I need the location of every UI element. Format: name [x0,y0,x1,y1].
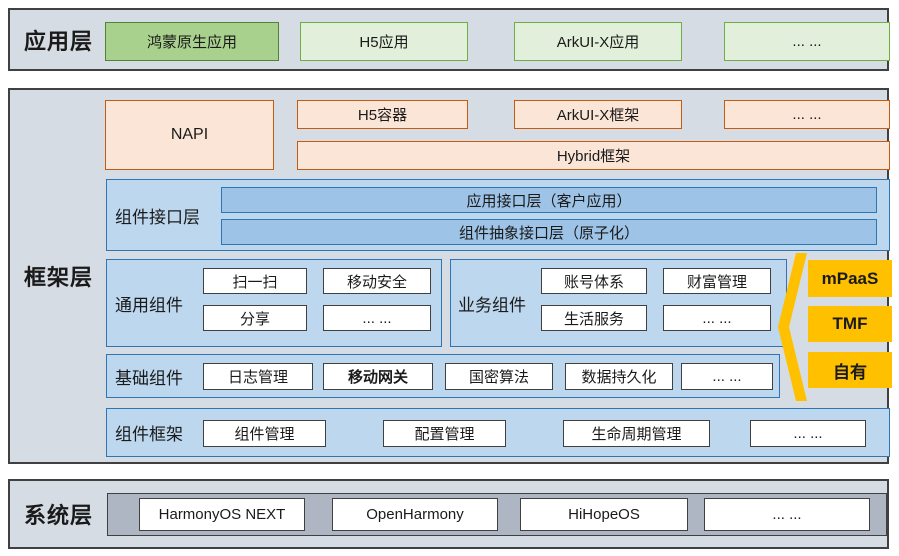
basic-box-ellipsis: ... ... [681,363,773,390]
common-components-container: 通用组件 扫一扫 移动安全 分享 ... ... [106,259,442,347]
os-box-harmonyos-next: HarmonyOS NEXT [139,498,305,531]
arkui-x-framework-box: ArkUI-X框架 [514,100,682,129]
application-layer-section: 应用层 鸿蒙原生应用 H5应用 ArkUI-X应用 ... ... [8,8,890,71]
abstract-interface-bar: 组件抽象接口层（原子化） [221,219,877,245]
basic-box-mobile-gateway: 移动网关 [323,363,433,390]
business-box-wealth: 财富管理 [663,268,771,294]
os-box-openharmony: OpenHarmony [332,498,498,531]
basic-components-container: 基础组件 日志管理 移动网关 国密算法 数据持久化 ... ... [106,354,780,398]
common-box-ellipsis: ... ... [323,305,431,331]
common-box-mobile-security: 移动安全 [323,268,431,294]
source-box-tmf: TMF [808,306,892,342]
business-box-ellipsis: ... ... [663,305,771,331]
basic-box-log: 日志管理 [203,363,313,390]
cf-box-component-mgmt: 组件管理 [203,420,326,447]
app-box-h5: H5应用 [300,22,468,61]
basic-components-label: 基础组件 [115,368,183,388]
cf-box-config-mgmt: 配置管理 [383,420,506,447]
app-box-harmony-native: 鸿蒙原生应用 [105,22,279,61]
basic-box-persistence: 数据持久化 [565,363,673,390]
component-framework-container: 组件框架 组件管理 配置管理 生命周期管理 ... ... [106,408,890,457]
common-components-label: 通用组件 [115,295,183,315]
cf-box-ellipsis: ... ... [750,420,866,447]
common-box-scan: 扫一扫 [203,268,307,294]
source-box-mpaas: mPaaS [808,260,892,297]
business-components-container: 业务组件 账号体系 财富管理 生活服务 ... ... [450,259,787,347]
business-box-life-service: 生活服务 [541,305,647,331]
system-layer-label: 系统层 [24,503,94,528]
system-layer-section: 系统层 HarmonyOS NEXT OpenHarmony HiHopeOS … [8,479,889,549]
hybrid-framework-box: Hybrid框架 [297,141,890,170]
source-box-self-owned: 自有 [808,352,892,388]
component-interface-layer-label: 组件接口层 [115,207,200,227]
business-box-account: 账号体系 [541,268,647,294]
common-box-share: 分享 [203,305,307,331]
framework-layer-section: 框架层 NAPI H5容器 ArkUI-X框架 ... ... Hybrid框架… [8,88,892,464]
framework-layer-label: 框架层 [24,265,94,290]
os-box-ellipsis: ... ... [704,498,870,531]
basic-box-sm-crypto: 国密算法 [445,363,553,390]
framework-row1-ellipsis-box: ... ... [724,100,890,129]
os-box-hihopeos: HiHopeOS [520,498,688,531]
h5-container-box: H5容器 [297,100,468,129]
application-layer-label: 应用层 [24,28,94,54]
business-components-label: 业务组件 [458,295,526,315]
cf-box-lifecycle-mgmt: 生命周期管理 [563,420,710,447]
component-framework-label: 组件框架 [115,425,183,444]
app-interface-bar: 应用接口层（客户应用） [221,187,877,213]
component-interface-layer-container: 组件接口层 应用接口层（客户应用） 组件抽象接口层（原子化） [106,179,890,251]
app-box-ellipsis: ... ... [724,22,890,61]
left-chevron-arrow-icon [778,253,807,401]
app-box-arkui-x: ArkUI-X应用 [514,22,682,61]
napi-box: NAPI [105,100,274,170]
